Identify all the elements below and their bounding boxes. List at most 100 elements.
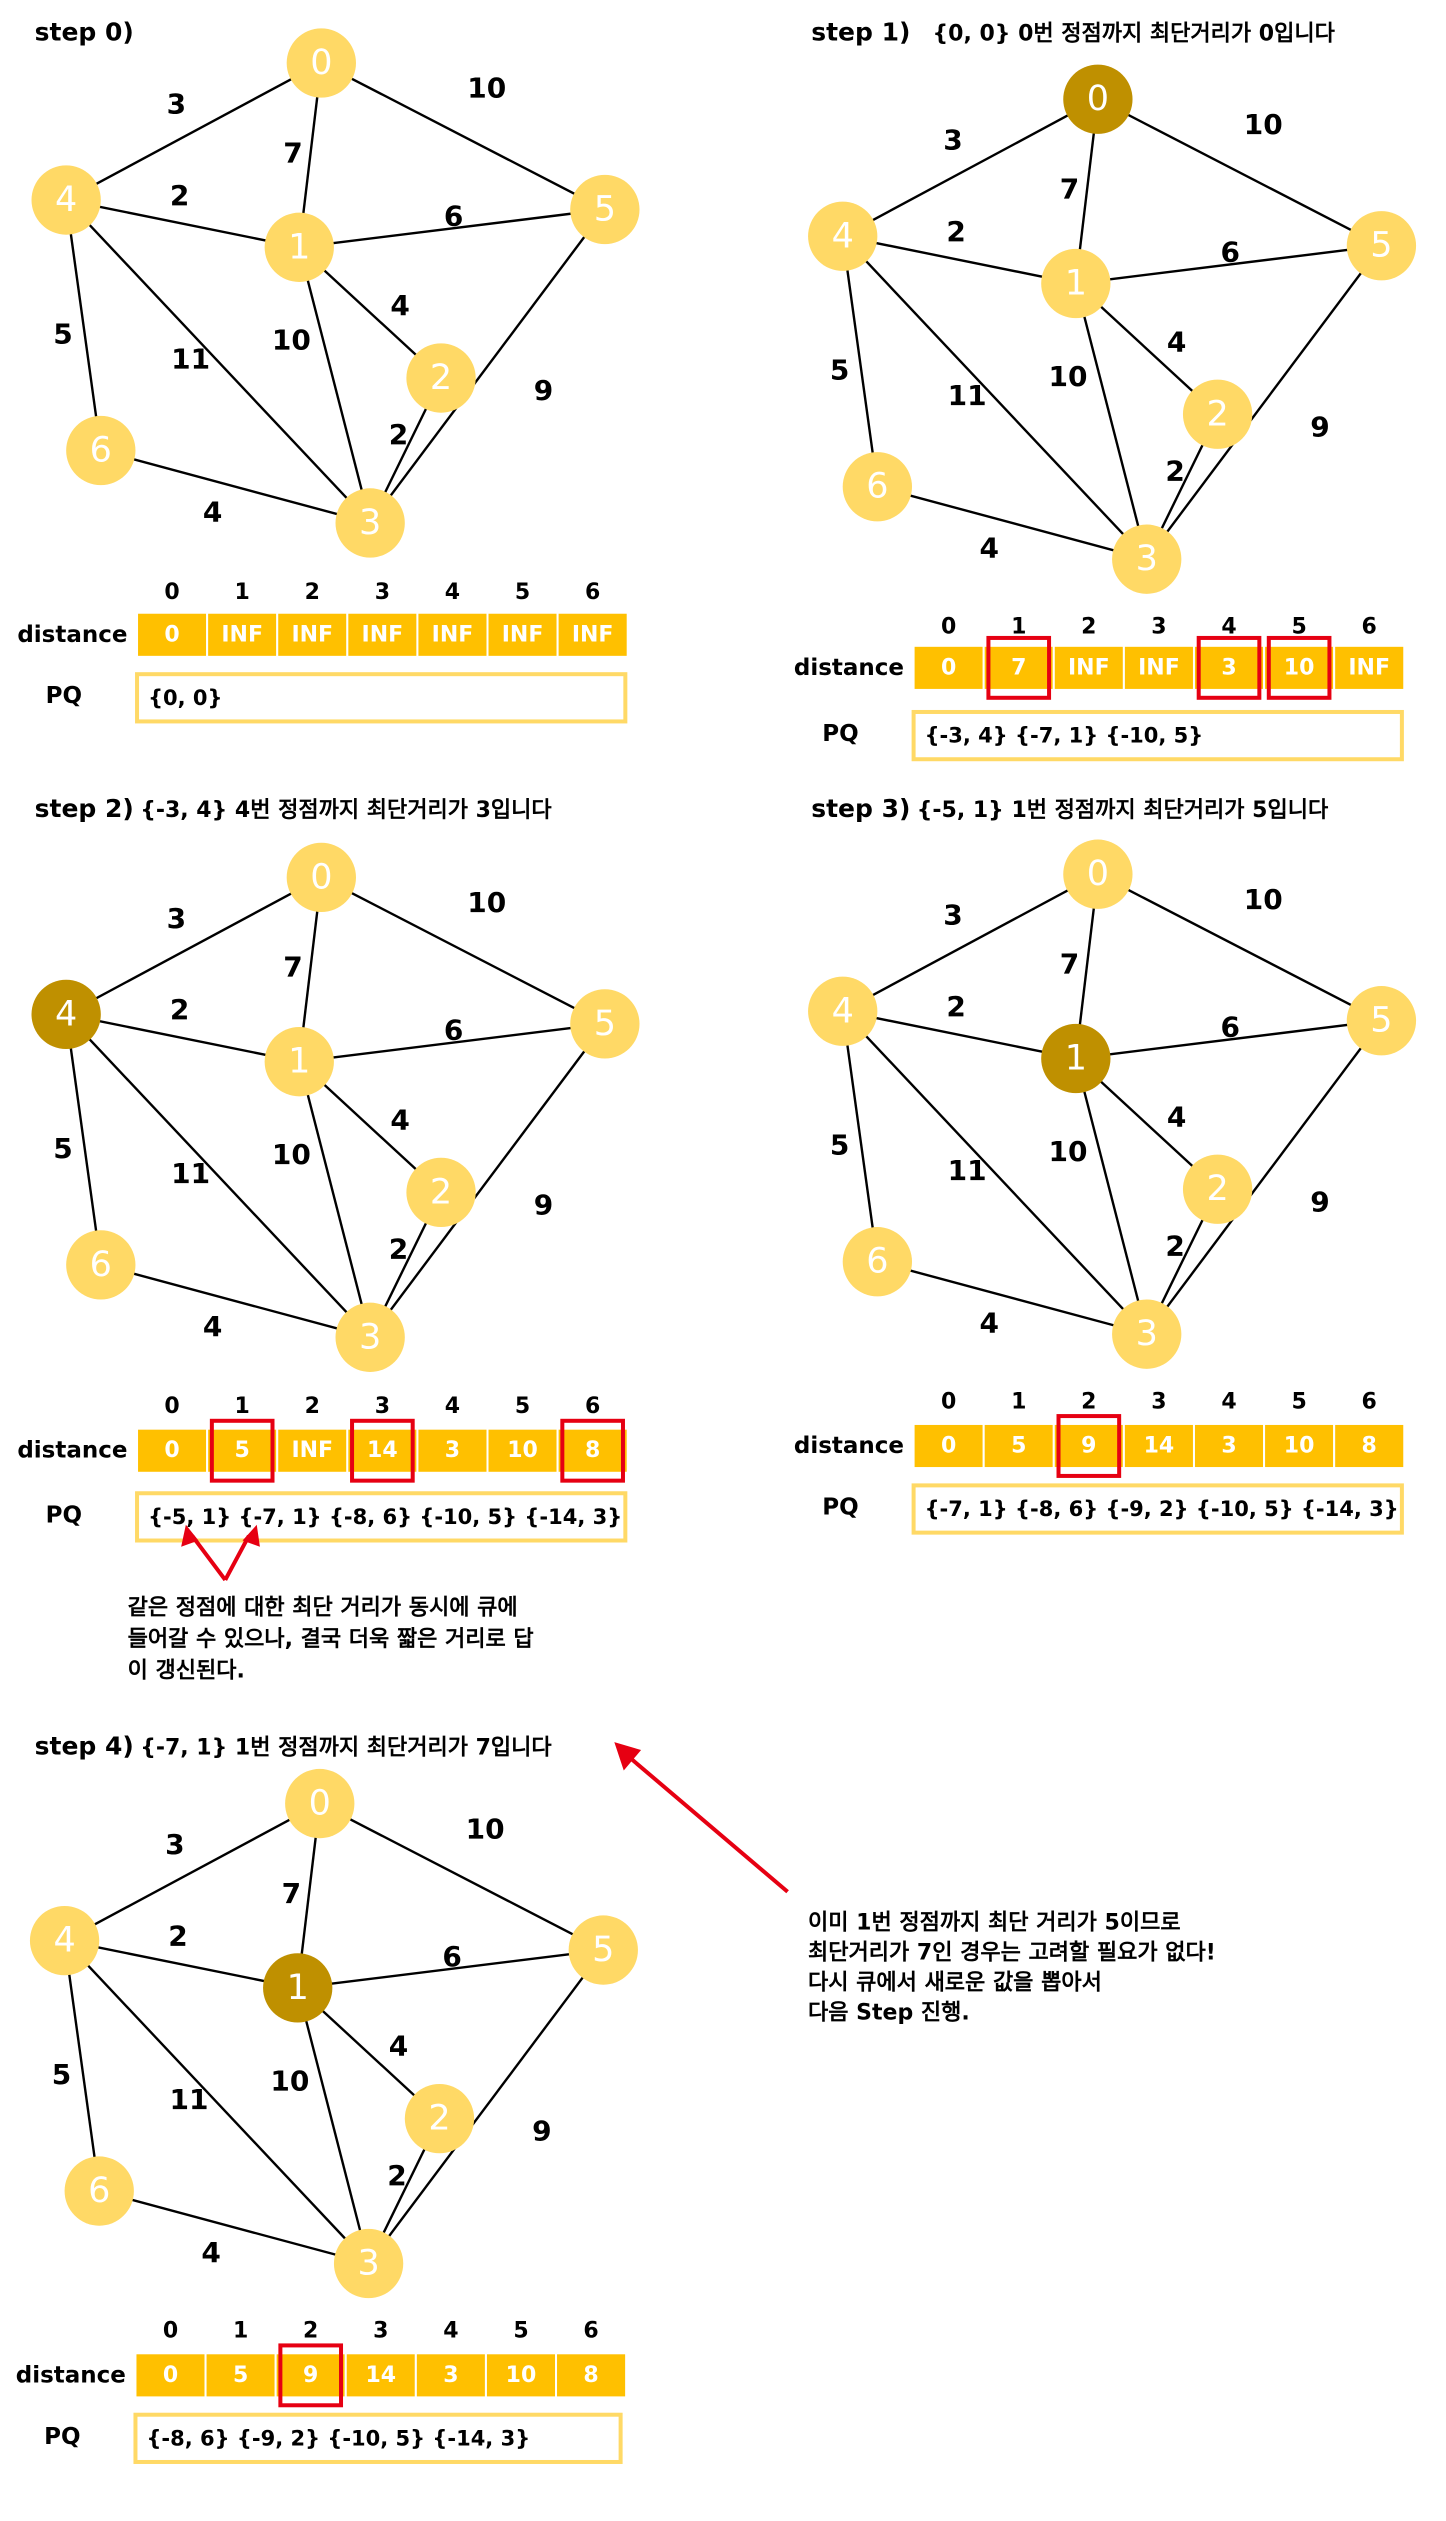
node-label: 5 xyxy=(592,1930,614,1970)
edge-1-3 xyxy=(296,1987,370,2264)
distance-label: distance xyxy=(17,1438,127,1464)
column-index: 3 xyxy=(375,1394,390,1419)
column-index: 1 xyxy=(1011,1389,1026,1414)
column-index: 4 xyxy=(445,580,460,605)
node-label: 5 xyxy=(594,1004,616,1044)
column-index: 5 xyxy=(513,2319,528,2344)
edge-4-6 xyxy=(841,1011,879,1262)
distance-label: distance xyxy=(794,655,904,681)
step-2: step 2){-3, 4} 4번 정점까지 최단거리가 3입니다3710264… xyxy=(17,794,640,1543)
edge-4-1 xyxy=(65,1013,300,1063)
edge-weight-label: 3 xyxy=(943,899,962,932)
edge-weight-label: 11 xyxy=(170,2083,209,2116)
column-index: 1 xyxy=(235,580,250,605)
edge-weight-label: 7 xyxy=(282,1877,301,1910)
node-6 xyxy=(64,2156,134,2226)
edge-0-5 xyxy=(1097,98,1382,247)
pq-label: PQ xyxy=(46,1502,82,1528)
distance-cell xyxy=(416,1427,489,1474)
column-index: 3 xyxy=(375,580,390,605)
edge-0-4 xyxy=(842,98,1099,238)
edge-0-5 xyxy=(1097,873,1382,1022)
node-label: 4 xyxy=(832,216,854,256)
distance-cell xyxy=(555,2352,628,2399)
pq-box xyxy=(135,1491,628,1543)
distance-value: 9 xyxy=(303,2363,318,2388)
column-index: 6 xyxy=(583,2319,598,2344)
edge-weight-label: 6 xyxy=(1220,236,1239,269)
edge-weight-label: 7 xyxy=(1060,173,1079,206)
distance-value: 5 xyxy=(233,2363,248,2388)
arrowhead xyxy=(614,1742,642,1771)
edge-4-1 xyxy=(64,1939,298,1990)
node-label: 2 xyxy=(430,358,452,398)
node-3 xyxy=(1112,524,1182,594)
distance-value: 14 xyxy=(367,1438,398,1463)
distance-value: INF xyxy=(221,622,263,647)
distance-label: distance xyxy=(17,622,127,648)
pq-label: PQ xyxy=(822,1494,858,1520)
node-1 xyxy=(1041,248,1111,319)
edge-weight-label: 3 xyxy=(165,1828,184,1861)
column-index: 0 xyxy=(164,1394,179,1419)
edge-weight-label: 9 xyxy=(534,374,553,407)
step-title: step 0) xyxy=(35,18,134,47)
distance-value: 10 xyxy=(507,1438,538,1463)
node-6 xyxy=(842,452,913,522)
edge-weight-label: 10 xyxy=(1048,360,1087,393)
node-label: 3 xyxy=(359,503,381,543)
edge-weight-label: 10 xyxy=(270,2064,309,2097)
column-index: 1 xyxy=(235,1394,250,1419)
edge-4-6 xyxy=(63,1940,101,2192)
pq-contents: {-8, 6} {-9, 2} {-10, 5} {-14, 3} xyxy=(146,2426,530,2450)
edge-weight-label: 2 xyxy=(946,990,965,1023)
distance-value: 3 xyxy=(445,1438,460,1463)
step-3: step 3){-5, 1} 1번 정점까지 최단거리가 5입니다3710264… xyxy=(794,794,1417,1535)
node-2 xyxy=(1182,1154,1253,1224)
edge-weight-label: 2 xyxy=(1165,454,1184,487)
distance-cell xyxy=(136,611,209,658)
edge-4-3 xyxy=(841,1010,1148,1335)
node-label: 0 xyxy=(310,43,332,83)
node-label: 6 xyxy=(90,1245,112,1285)
edge-weight-label: 11 xyxy=(948,1154,987,1187)
edge-weight-label: 11 xyxy=(171,343,210,376)
edge-4-3 xyxy=(65,1013,372,1339)
distance-cell xyxy=(134,2352,207,2399)
node-label: 0 xyxy=(310,857,332,897)
edge-weight-label: 10 xyxy=(466,1812,505,1845)
distance-value: INF xyxy=(362,622,404,647)
edge-weight-label: 4 xyxy=(201,2236,220,2269)
distance-value: 0 xyxy=(941,655,956,680)
column-index: 4 xyxy=(1221,1389,1236,1414)
column-index: 4 xyxy=(1221,614,1236,639)
column-index: 1 xyxy=(1011,614,1026,639)
distance-cell xyxy=(1333,644,1406,691)
edge-5-3 xyxy=(369,208,606,524)
distance-value: 3 xyxy=(1221,1434,1236,1459)
updated-cell-highlight xyxy=(560,1418,625,1483)
edge-weight-label: 2 xyxy=(389,418,408,451)
distance-cell xyxy=(206,611,279,658)
edge-4-1 xyxy=(65,198,300,249)
edge-6-3 xyxy=(98,2189,369,2265)
distance-cell xyxy=(136,1427,209,1474)
distance-cell xyxy=(1122,1422,1195,1470)
node-1 xyxy=(264,212,334,282)
edge-weight-label: 2 xyxy=(1165,1229,1184,1262)
column-index: 1 xyxy=(233,2319,248,2344)
edge-weight-label: 5 xyxy=(53,1132,72,1165)
current-node-1 xyxy=(1041,1023,1111,1094)
distance-label: distance xyxy=(794,1433,904,1459)
edge-weight-label: 10 xyxy=(467,72,506,105)
distance-value: 9 xyxy=(1081,1434,1096,1459)
edge-weight-label: 4 xyxy=(979,532,998,565)
node-2 xyxy=(404,2083,475,2154)
distance-cell xyxy=(346,611,419,658)
edge-weight-label: 4 xyxy=(390,289,409,322)
node-2 xyxy=(406,343,476,413)
node-5 xyxy=(568,1915,638,1985)
edge-5-3 xyxy=(1145,1019,1383,1335)
node-label: 0 xyxy=(1087,854,1109,894)
